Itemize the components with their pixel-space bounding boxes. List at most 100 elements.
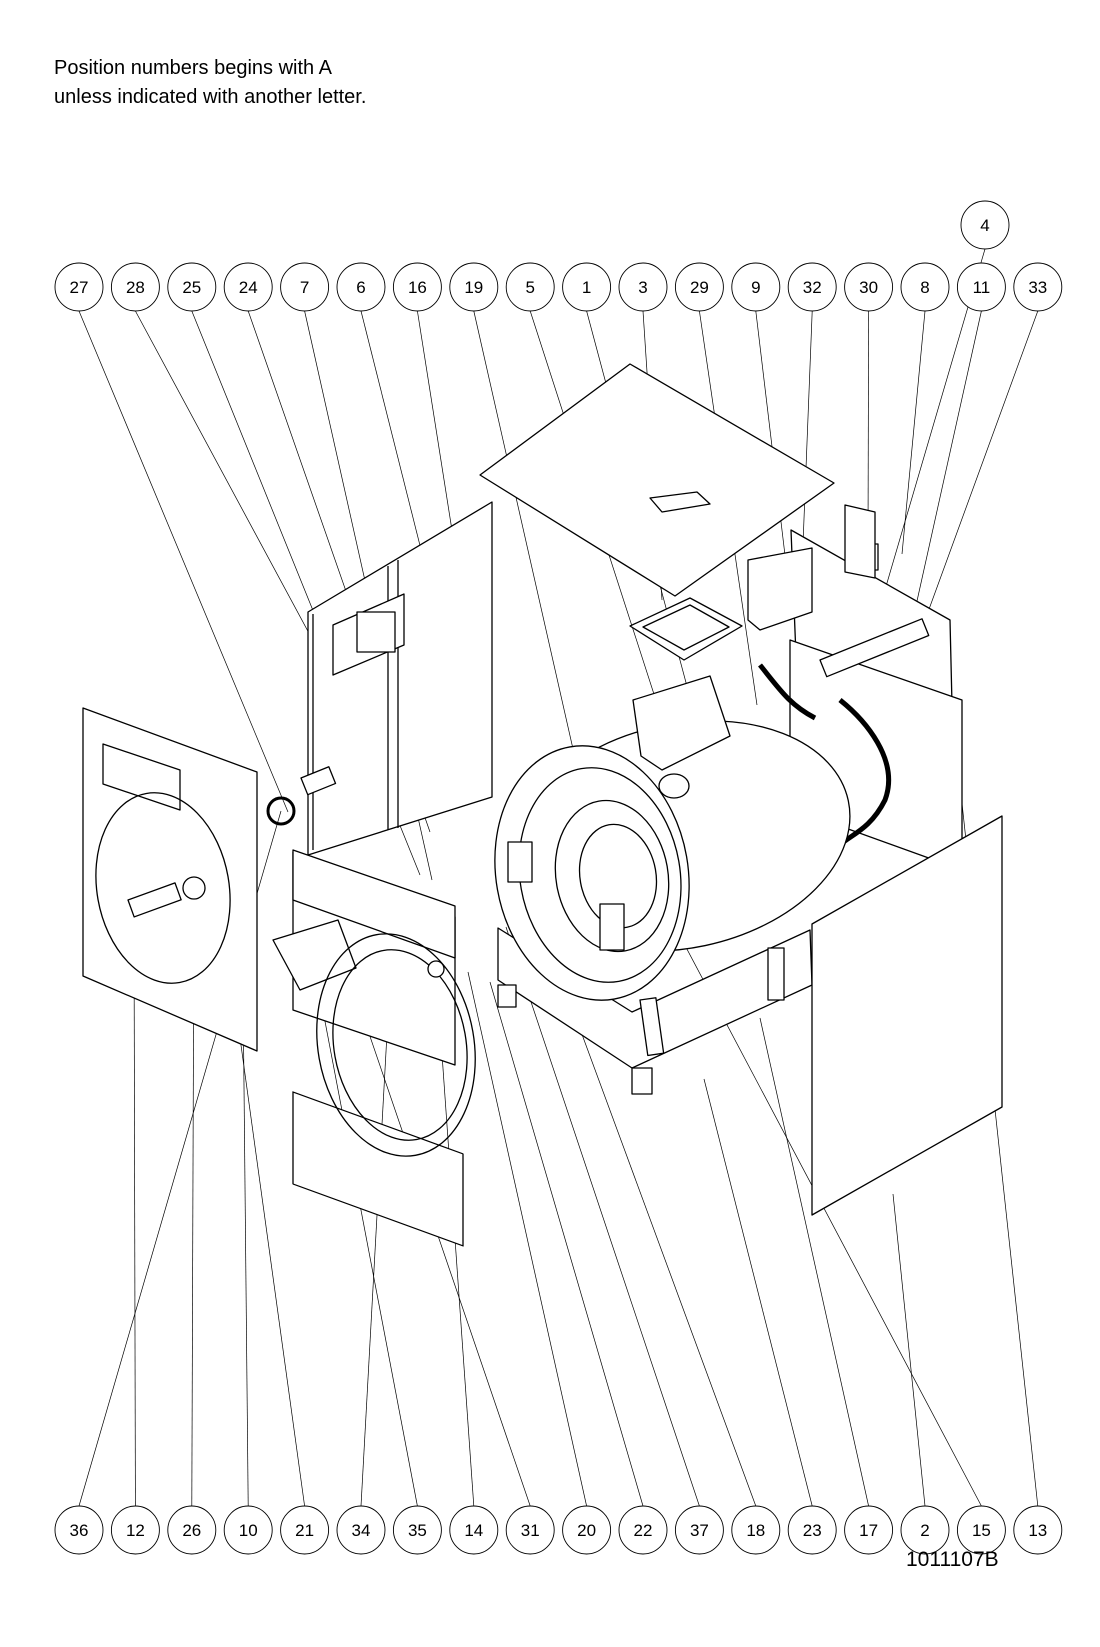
leader-line (759, 1017, 869, 1507)
front-door-ring-inner (332, 949, 468, 1141)
leader-line (551, 952, 757, 1507)
seal-ring (266, 796, 296, 826)
callout-circle (731, 1505, 781, 1555)
callout-top-9: 9 (731, 262, 781, 312)
left-side-panel (307, 501, 493, 856)
leader-line (901, 310, 926, 555)
machine-drawing (82, 363, 1003, 1247)
callout-label: 13 (1028, 1521, 1047, 1540)
leader-line (133, 919, 136, 1507)
front-panel-left-knob (182, 876, 206, 900)
callout-label: 35 (408, 1521, 427, 1540)
callout-top-29: 29 (674, 262, 724, 312)
callout-circle (167, 1505, 217, 1555)
callout-circle (731, 262, 781, 312)
callout-label: 30 (859, 278, 878, 297)
door-hinge-2 (599, 903, 625, 951)
callout-label: 17 (859, 1521, 878, 1540)
leader-line (881, 248, 986, 601)
callout-label: 21 (295, 1521, 314, 1540)
base-foot-2 (497, 984, 517, 1008)
callout-circle (1013, 1505, 1063, 1555)
callout-label: 19 (464, 278, 483, 297)
callout-top-11: 11 (956, 262, 1006, 312)
callout-bottom-15: 15 (956, 1505, 1006, 1555)
callout-circle (280, 1505, 330, 1555)
callout-label: 25 (182, 278, 201, 297)
drum-hopper (632, 675, 731, 771)
callout-label: 32 (803, 278, 822, 297)
shock-absorber-2 (767, 947, 785, 1001)
callout-bottom-12: 12 (110, 1505, 160, 1555)
callout-circle (900, 1505, 950, 1555)
drawing-number: 1011107B (906, 1548, 999, 1571)
leader-line (914, 310, 982, 611)
callout-label: 1 (582, 278, 591, 297)
top-panel (479, 363, 835, 597)
leader-line (78, 310, 289, 813)
callout-circle (674, 1505, 724, 1555)
callout-circle (900, 262, 950, 312)
callout-circle (562, 1505, 612, 1555)
callout-circle (618, 262, 668, 312)
callout-label: 29 (690, 278, 709, 297)
callout-bottom-20: 20 (562, 1505, 612, 1555)
callout-top-1: 1 (562, 262, 612, 312)
callout-top-3: 3 (618, 262, 668, 312)
callout-label: 27 (70, 278, 89, 297)
callout-label: 15 (972, 1521, 991, 1540)
leader-line (467, 971, 587, 1507)
callout-label: 36 (70, 1521, 89, 1540)
callout-label: 8 (920, 278, 929, 297)
callout-label: 31 (521, 1521, 540, 1540)
callout-label: 28 (126, 278, 145, 297)
base-foot (631, 1067, 653, 1095)
callout-top-28: 28 (110, 262, 160, 312)
callout-top-8: 8 (900, 262, 950, 312)
callout-top-5: 5 (505, 262, 555, 312)
callout-circle (618, 1505, 668, 1555)
drum-opening-inner (578, 823, 658, 929)
callout-label: 5 (525, 278, 534, 297)
position-note-line-2: unless indicated with another letter. (54, 86, 367, 108)
callout-circle (392, 1505, 442, 1555)
callout-label: 2 (920, 1521, 929, 1540)
callout-label: 11 (973, 278, 991, 297)
callout-circle (449, 1505, 499, 1555)
front-panel-left-door (95, 792, 231, 984)
callout-label: 26 (182, 1521, 201, 1540)
door-switch-box (300, 766, 337, 796)
rear-bracket (844, 504, 876, 579)
callout-circle (110, 1505, 160, 1555)
callout-label: 12 (126, 1521, 145, 1540)
callout-top-30: 30 (844, 262, 894, 312)
callout-circle (674, 262, 724, 312)
callout-label: 23 (803, 1521, 822, 1540)
callout-label: 9 (751, 278, 760, 297)
callout-bottom-14: 14 (449, 1505, 499, 1555)
shock-absorber (639, 997, 665, 1057)
callout-circle (562, 262, 612, 312)
front-panel-left (82, 707, 258, 1052)
callout-circle (336, 1505, 386, 1555)
electrical-box (747, 547, 813, 631)
callout-circle (392, 262, 442, 312)
leader-line (755, 310, 788, 573)
callout-top-16: 16 (392, 262, 442, 312)
callout-bottom-26: 26 (167, 1505, 217, 1555)
callout-circle (787, 1505, 837, 1555)
callout-top-7: 7 (280, 262, 330, 312)
callout-bottom-22: 22 (618, 1505, 668, 1555)
right-side-panel (811, 815, 1003, 1216)
callout-circle (505, 262, 555, 312)
top-panel-cutout (649, 491, 711, 513)
callout-circle (280, 262, 330, 312)
callout-label: 6 (356, 278, 365, 297)
callout-top-25: 25 (167, 262, 217, 312)
callout-label: 14 (464, 1521, 483, 1540)
kick-plate (292, 1091, 464, 1247)
callout-circle (223, 1505, 273, 1555)
callout-circle (110, 262, 160, 312)
callout-top-32: 32 (787, 262, 837, 312)
